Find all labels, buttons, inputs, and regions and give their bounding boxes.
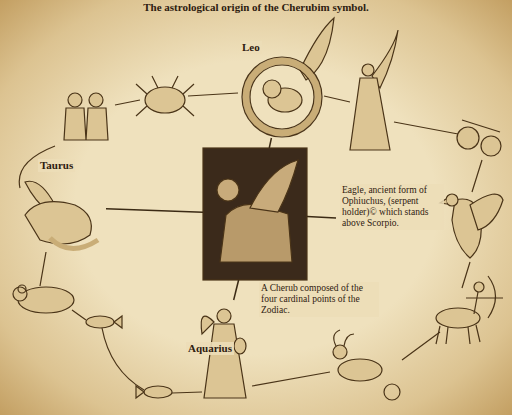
connector-line xyxy=(307,217,336,218)
leo-ring xyxy=(250,65,314,129)
sagittarius-legs xyxy=(436,292,480,344)
gemini-twins xyxy=(64,108,108,140)
caption-text: A Cherub composed of the four cardinal p… xyxy=(259,282,379,317)
ring-link xyxy=(19,93,482,393)
sagittarius-bow xyxy=(466,276,503,318)
connector-line xyxy=(106,209,203,212)
aries-horn xyxy=(18,285,26,293)
capricorn-head xyxy=(333,345,347,359)
sign-label: Taurus xyxy=(38,159,75,172)
aquarius-head xyxy=(217,309,231,323)
leo-scroll xyxy=(246,61,318,133)
zodiac-node: Leo xyxy=(232,40,332,138)
cherub-panel xyxy=(203,148,307,280)
aquarius-robe xyxy=(204,324,246,398)
zodiac-node: Eagle, ancient form of Ophiuchus, (serpe… xyxy=(336,180,504,264)
diagram-title: The astrological origin of the Cherubim … xyxy=(0,1,512,13)
cherub-wing xyxy=(250,160,298,212)
pisces-cord xyxy=(102,328,144,390)
cardinal-connector xyxy=(234,280,239,300)
crab-legs xyxy=(136,76,194,116)
gemini-head xyxy=(68,93,82,107)
connector-line xyxy=(269,138,271,148)
capricorn-horns xyxy=(334,330,354,346)
sign-label: Leo xyxy=(240,41,262,54)
zodiac-figures xyxy=(13,18,503,400)
virgo-head xyxy=(362,64,374,76)
cardinal-connector xyxy=(269,138,271,148)
sign-label: Aquarius xyxy=(186,342,234,355)
libra-beam xyxy=(462,120,500,132)
taurus-scroll xyxy=(50,238,98,249)
virgo-robe xyxy=(350,78,390,150)
libra-pan xyxy=(457,127,479,149)
connector-line xyxy=(234,280,239,300)
sagittarius-horse xyxy=(436,308,480,328)
capricorn-wheel xyxy=(384,384,400,400)
cardinal-connector xyxy=(106,209,203,212)
cardinal-connector xyxy=(307,217,336,218)
sagittarius-head xyxy=(474,282,484,292)
eagle-wing xyxy=(470,194,503,230)
leo-ring xyxy=(242,57,322,137)
cherub-head xyxy=(217,179,239,201)
taurus-bull xyxy=(25,202,91,244)
zodiac-node: Aquarius xyxy=(184,300,256,410)
zodiac-node: Taurus xyxy=(14,158,106,256)
libra-pan xyxy=(481,136,501,156)
caption-text: Eagle, ancient form of Ophiuchus, (serpe… xyxy=(340,184,444,230)
cherub-body xyxy=(220,204,292,262)
aquarius-wing xyxy=(201,316,214,334)
aquarius-jar xyxy=(234,338,246,354)
cancer-crab xyxy=(145,87,185,113)
leo-head xyxy=(263,80,281,98)
aries-head xyxy=(13,287,27,301)
capricorn-body xyxy=(338,359,382,381)
eagle-head xyxy=(446,194,458,206)
gemini-head xyxy=(89,93,103,107)
fish-tail xyxy=(114,316,122,328)
pisces-fish xyxy=(144,386,172,398)
zodiac-node: A Cherub composed of the four cardinal p… xyxy=(203,148,307,280)
pisces-fish xyxy=(86,316,114,328)
